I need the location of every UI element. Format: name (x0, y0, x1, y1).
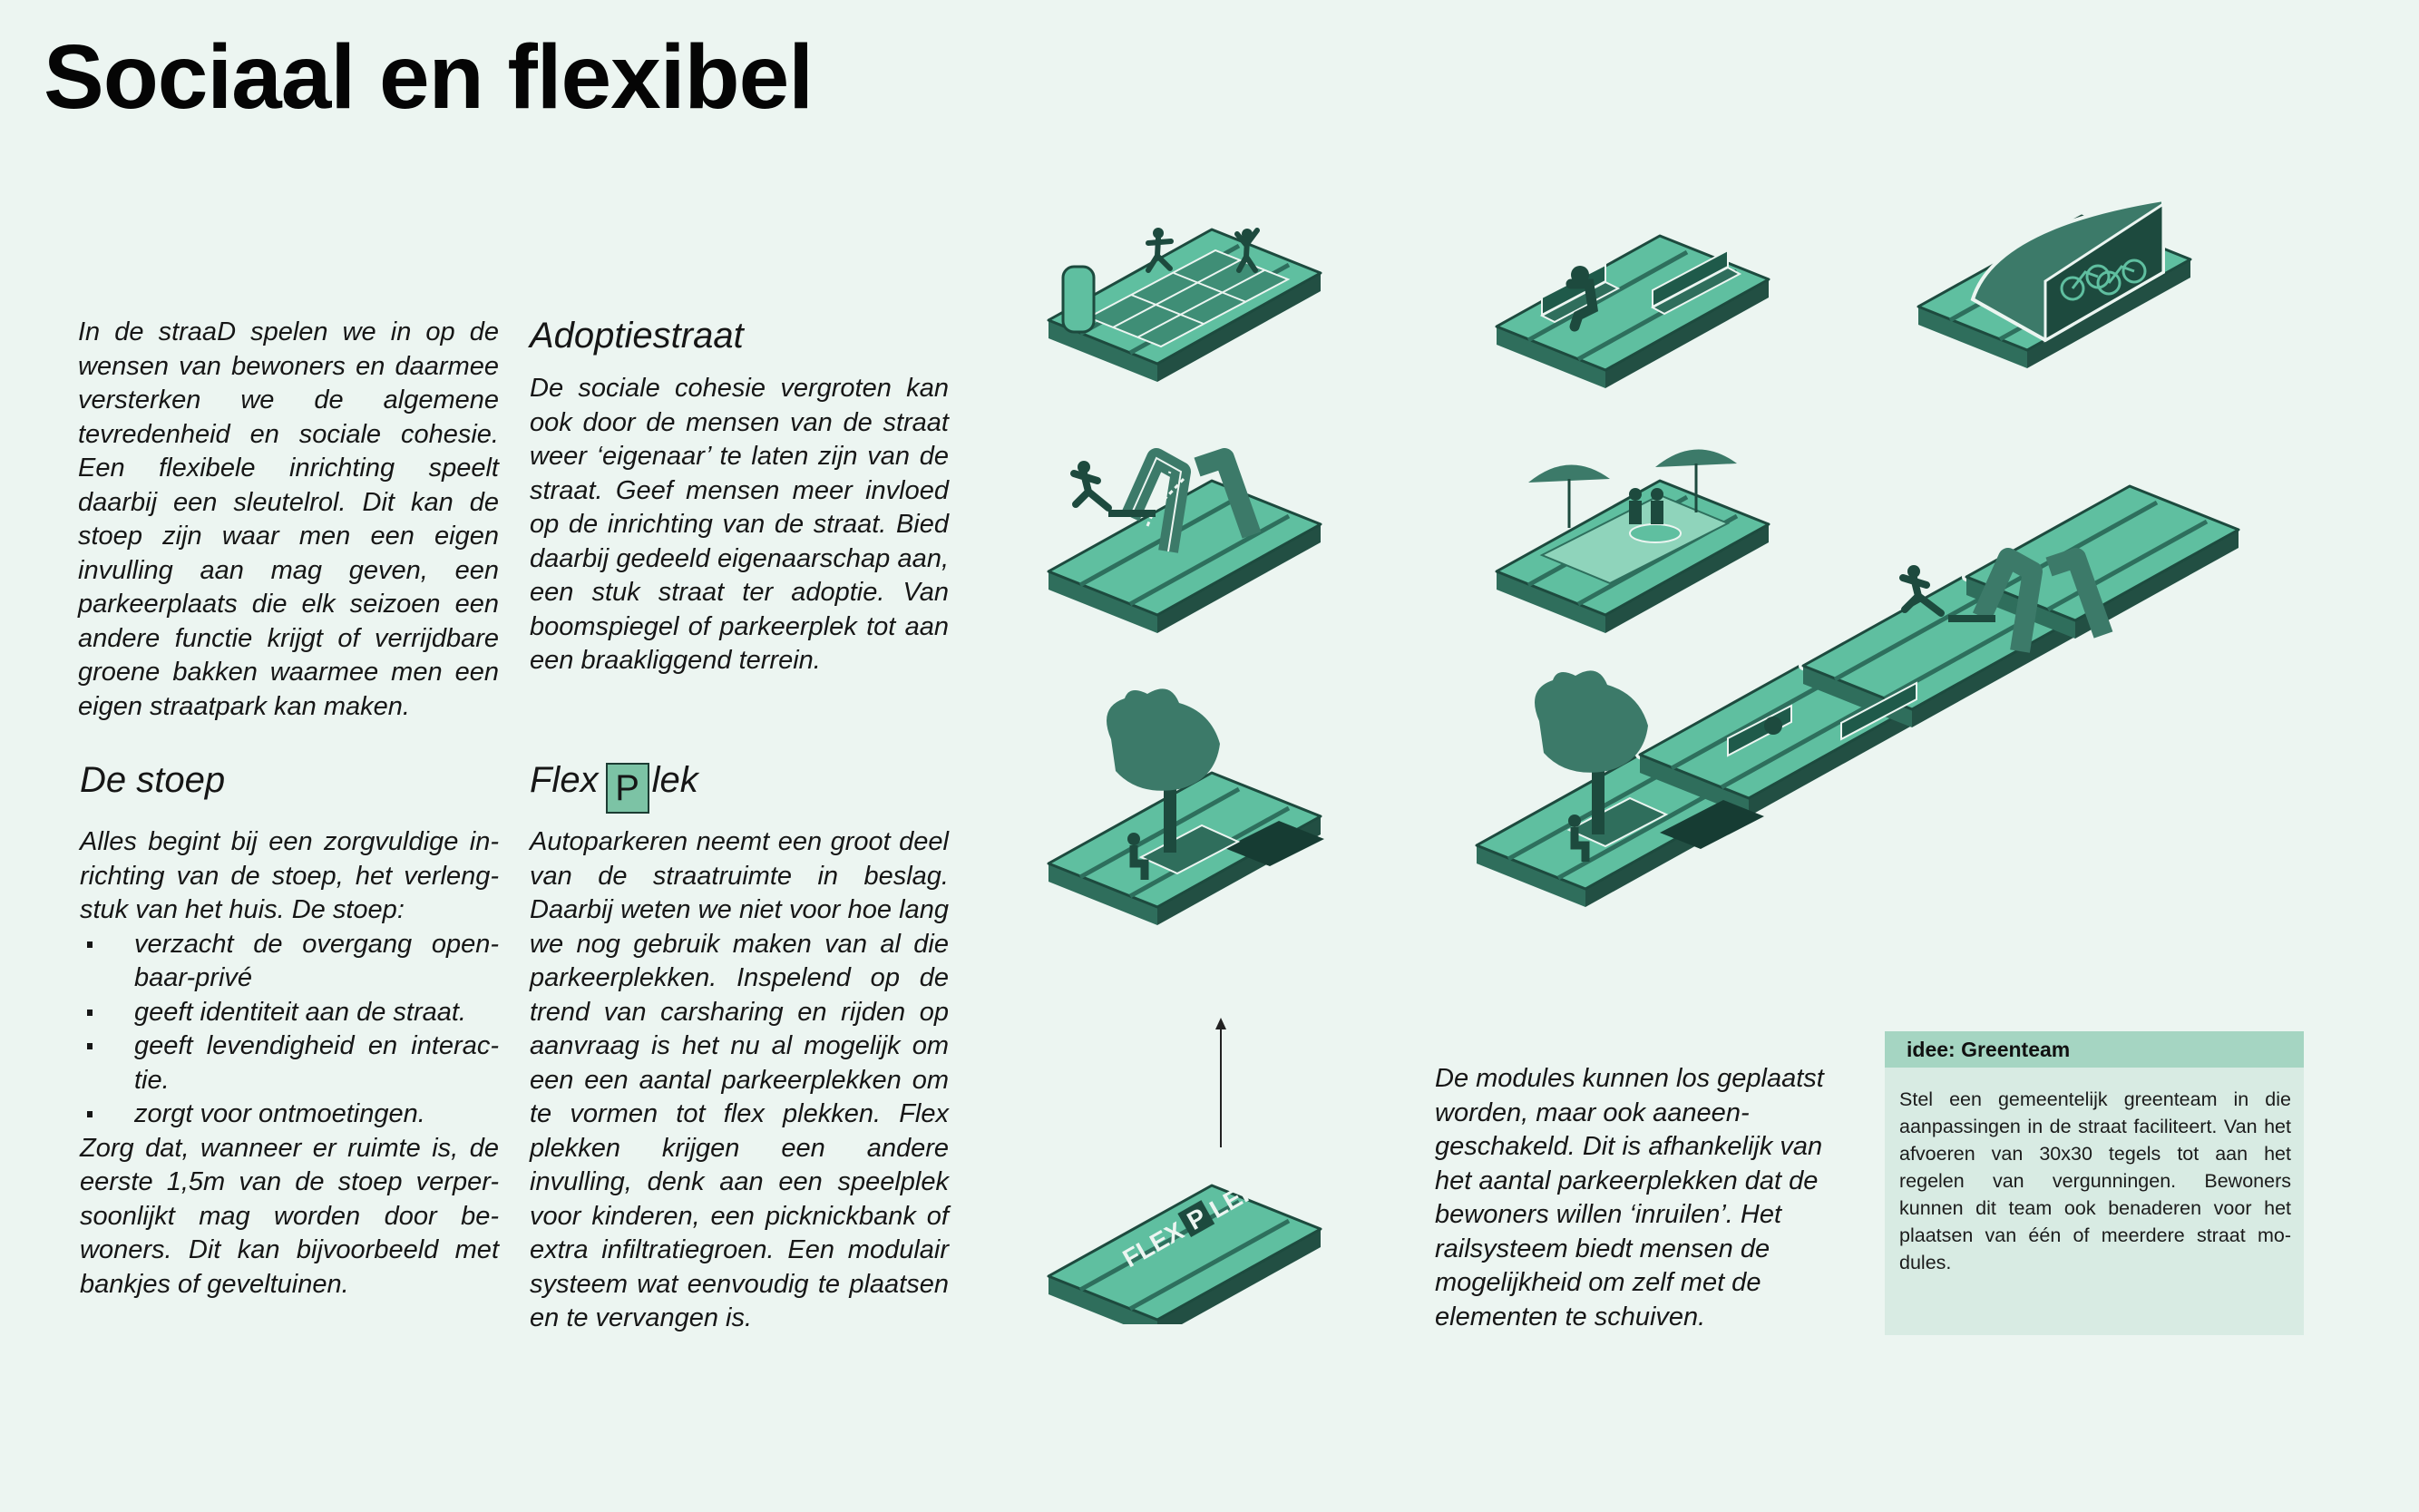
adoptie-heading: Adoptiestraat (530, 316, 744, 356)
adoptie-text: De sociale cohesie vergroten kan ook doo… (530, 374, 949, 675)
flex-heading-post: lek (651, 760, 698, 800)
stoep-bullet: verzacht de overgang open-baar-privé (80, 928, 499, 996)
module-bike-shed (1918, 197, 2190, 368)
stoep-bullet-list: verzacht de overgang open-baar-privé gee… (80, 928, 499, 1132)
up-arrow-icon (1215, 1018, 1226, 1147)
flex-text: Autoparkeren neemt een groot deel van de… (530, 827, 949, 1332)
idee-box: idee: Greenteam Stel een gemeentelijk gr… (1885, 1031, 2304, 1335)
stoep-bullet: geeft identiteit aan de straat. (80, 996, 499, 1030)
modules-illustration: FLEX P LEK (998, 197, 2268, 1324)
modules-text: De modules kunnen los geplaatst worden, … (1435, 1064, 1824, 1332)
flex-heading-pre: Flex (530, 760, 599, 800)
stoep-intro: Alles begint bij een zorgvuldige in-rich… (80, 827, 499, 924)
module-tree (1049, 688, 1324, 925)
stoep-bullet: geeft levendigheid en interac-tie. (80, 1029, 499, 1097)
idee-title: idee: Greenteam (1885, 1031, 2304, 1068)
stoep-outro: Zorg dat, wanneer er ruimte is, de eerst… (80, 1133, 499, 1299)
module-play-tiles (1049, 228, 1321, 382)
page-title: Sociaal en flexibel (44, 26, 814, 128)
stoep-heading: De stoep (80, 760, 226, 800)
stoep-section: Alles begint bij een zorgvuldige in-rich… (80, 825, 499, 1302)
module-picnic (1497, 449, 1769, 633)
idee-text: Stel een gemeentelijk greenteam in die a… (1899, 1088, 2291, 1273)
flex-plek-platform (1049, 1185, 1321, 1324)
module-swing (1049, 448, 1321, 633)
module-benches (1497, 236, 1769, 388)
parking-p-box: P (605, 763, 649, 814)
stoep-bullet: zorgt voor ontmoetingen. (80, 1097, 499, 1132)
intro-text: In de straaD spelen we in op de wensen v… (78, 317, 499, 721)
module-chain (1477, 486, 2239, 907)
